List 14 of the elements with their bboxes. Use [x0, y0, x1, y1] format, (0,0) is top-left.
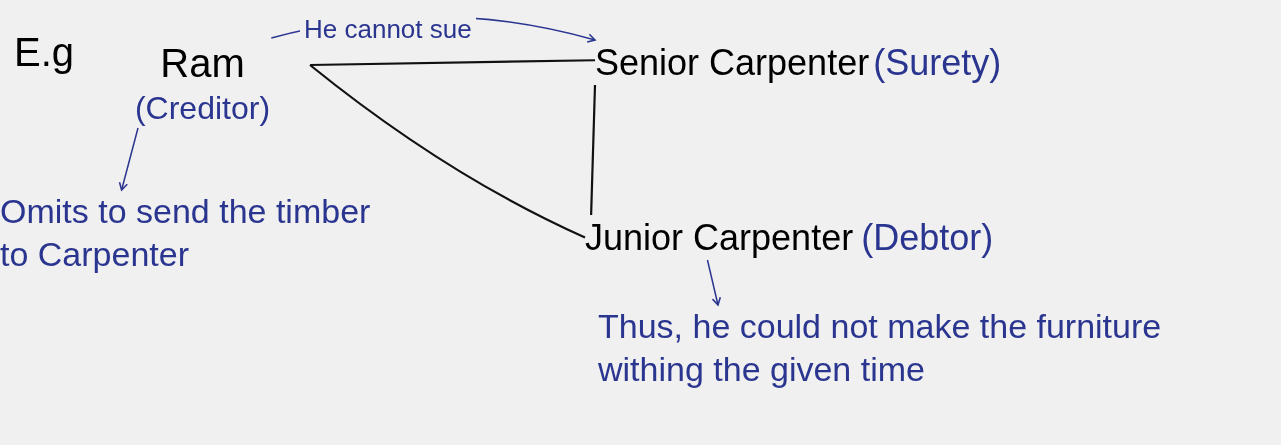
party-name: Ram: [160, 40, 245, 87]
note-text: Thus, he could not make the furniture withing the given time: [597, 306, 1163, 390]
role-label: (Debtor): [861, 216, 994, 260]
connector-line: [590, 84, 597, 216]
note-text: Omits to send the timber to Carpenter: [0, 191, 372, 275]
role-label: (Surety): [873, 41, 1002, 85]
arrow: [118, 127, 139, 191]
note-label: E.g: [14, 29, 75, 76]
connector-line: [309, 64, 586, 239]
arrow: [706, 259, 722, 306]
role-label: (Creditor): [134, 89, 271, 128]
connector-line: [310, 59, 595, 67]
party-name: Junior Carpenter: [585, 216, 854, 260]
party-name: Senior Carpenter: [595, 41, 870, 85]
